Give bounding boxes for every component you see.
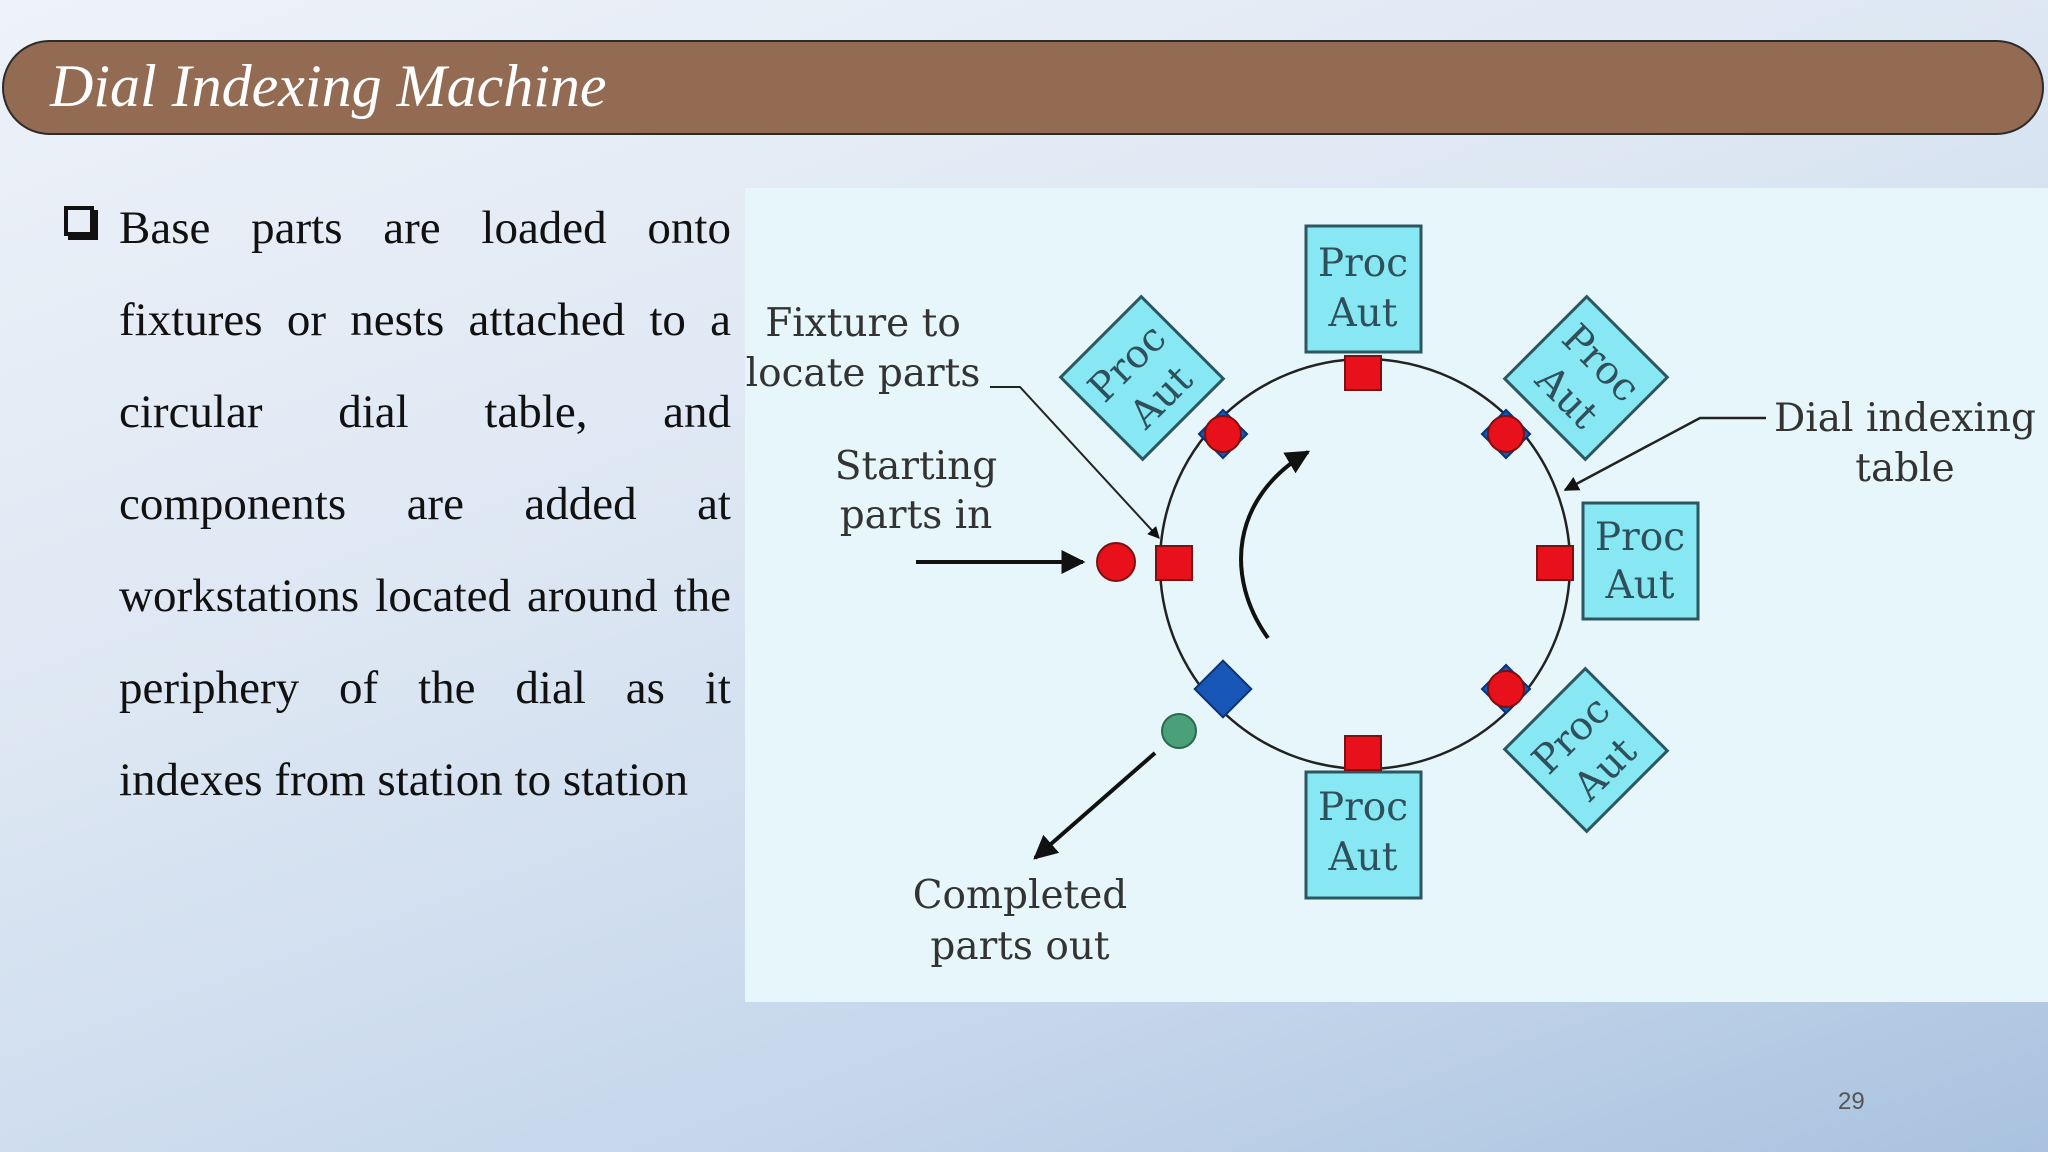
workstation-top-left: Proc Aut [1058, 294, 1226, 462]
bullet-text: Base parts are loaded onto fixtures or n… [119, 202, 731, 806]
fixture-square [1344, 355, 1382, 391]
rotation-arrow-icon [1239, 450, 1311, 640]
fixture-label-line2: locate parts [746, 351, 981, 396]
part-on-fixture [1487, 415, 1525, 453]
starting-part [1096, 542, 1136, 582]
station-label-aut: Aut [1328, 291, 1398, 336]
bullet-checkbox-icon [64, 206, 94, 236]
slide-title: Dial Indexing Machine [50, 53, 607, 119]
starting-label-line2: parts in [840, 493, 993, 538]
completed-label-line2: parts out [930, 924, 1110, 969]
fixture-leader-arrow-icon [990, 386, 1160, 539]
workstation-right: Proc Aut [1581, 501, 1700, 621]
part-on-fixture [1204, 415, 1242, 453]
station-label-proc: Proc [1595, 515, 1685, 560]
dial-label-line1: Dial indexing [1774, 396, 2036, 441]
station-label-proc: Proc [1318, 241, 1408, 286]
fixture-square [1344, 735, 1382, 771]
fixture-square [1155, 545, 1193, 581]
part-on-fixture [1487, 670, 1525, 708]
page-number: 29 [1838, 1088, 1865, 1115]
dial-indexing-diagram: Proc Aut Proc Aut Proc Aut Proc Aut Proc… [745, 188, 2048, 1002]
station-label-aut: Aut [1605, 563, 1675, 608]
starting-label-line1: Starting [835, 444, 998, 489]
completed-part [1161, 713, 1197, 749]
station-label-proc: Proc [1318, 785, 1408, 830]
completed-part-diamond [1193, 659, 1253, 719]
workstation-bottom: Proc Aut [1304, 770, 1423, 900]
fixtures [1155, 355, 1574, 771]
fixture-label-line1: Fixture to [765, 301, 961, 346]
workstation-top: Proc Aut [1304, 224, 1423, 354]
completed-label-line1: Completed [913, 873, 1128, 918]
title-bar: Dial Indexing Machine [2, 40, 2044, 135]
completed-parts-arrow-icon [1033, 751, 1157, 860]
dial-leader-arrow-icon [1563, 416, 1766, 492]
dial-label-line2: table [1855, 446, 1954, 491]
workstation-bottom-right: Proc Aut [1502, 666, 1670, 834]
fixture-square [1536, 545, 1574, 581]
station-label-aut: Aut [1328, 835, 1398, 880]
